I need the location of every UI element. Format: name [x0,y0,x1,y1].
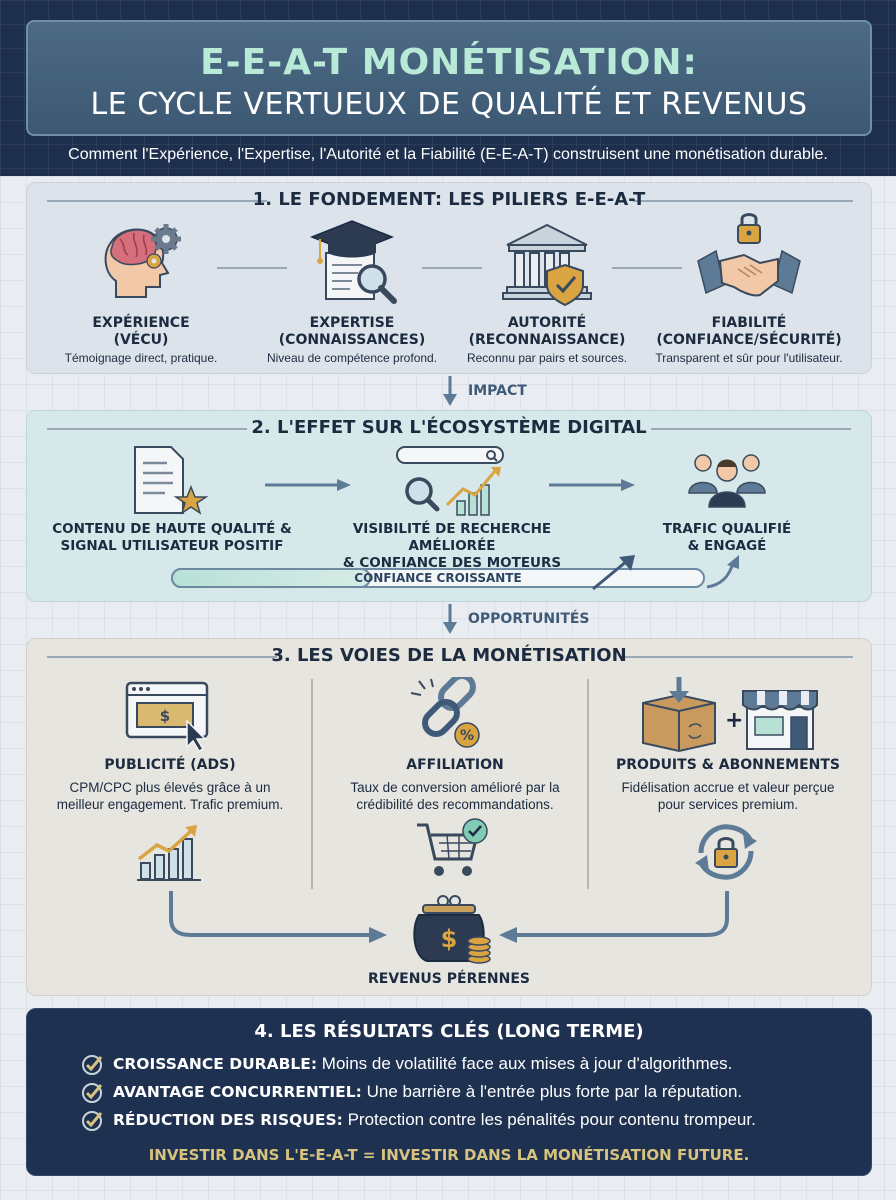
connector-label: IMPACT [468,383,527,399]
divider-line [47,200,267,202]
revenue-label: REVENUS PÉRENNES [367,971,531,987]
svg-text:+: + [725,708,743,733]
pillar-description: Témoignage direct, pratique. [64,351,218,365]
connector-opportunities: OPPORTUNITÉS [440,602,600,638]
title-banner: E-E-A-T MONÉTISATION: LE CYCLE VERTUEUX … [26,20,872,136]
section-foundation: 1. LE FONDEMENT: LES PILIERS E-E-A-T [26,182,872,374]
channel-title-ads: PUBLICITÉ (ADS) [104,757,236,773]
pillar-authority: AUTORITÉ(RECONNAISSANCE) Reconnu par pai… [447,183,647,373]
institution-shield-icon [497,217,597,311]
arrow-down-icon [443,604,457,634]
connector-line [612,267,682,269]
channel-title-affiliation: AFFILIATION [406,757,504,773]
result-text: Moins de volatilité face aux mises à jou… [317,1054,733,1073]
divider-line [47,656,277,658]
check-circle-icon [82,1111,103,1131]
connector-label: OPPORTUNITÉS [468,611,590,627]
check-circle-icon [82,1083,103,1103]
result-label: CROISSANCE DURABLE: [113,1055,318,1073]
pillar-trustworthiness: FIABILITÉ(CONFIANCE/SÉCURITÉ) Transparen… [649,183,849,373]
footer-tagline: INVESTIR DANS L'E-E-A-T = INVESTIR DANS … [148,1146,750,1164]
divider-line [623,656,853,658]
step-label-quality: CONTENU DE HAUTE QUALITÉ &SIGNAL UTILISA… [52,521,292,554]
section-heading: 3. LES VOIES DE LA MONÉTISATION [271,645,627,666]
audience-icon [683,447,773,513]
result-text: Une barrière à l'entrée plus forte par l… [361,1082,743,1101]
check-circle-icon [82,1055,103,1075]
wallet-coins-icon: $ [409,893,493,971]
box-store-icon: + [639,677,819,757]
result-label: RÉDUCTION DES RISQUES: [113,1111,343,1129]
link-percent-icon: % [409,673,489,757]
pillar-title: EXPÉRIENCE(VÉCU) [92,315,190,348]
search-growth-icon [395,445,507,523]
svg-text:%: % [460,728,474,744]
subscription-lock-icon [691,819,761,889]
pillar-expertise: EXPERTISE(CONNAISSANCES) Niveau de compé… [252,183,452,373]
section-heading: 1. LE FONDEMENT: LES PILIERS E-E-A-T [252,189,646,210]
head-gears-icon [96,217,186,313]
trend-arrow-icon [592,555,635,591]
channel-title-products: PRODUITS & ABONNEMENTS [616,757,840,773]
arrow-right-icon [549,479,635,491]
connector-line [217,267,287,269]
step-label-visibility: VISIBILITÉ DE RECHERCHE AMÉLIORÉE& CONFI… [342,521,562,571]
growth-chart-icon [135,823,205,887]
column-divider [311,679,313,889]
connector-impact: IMPACT [440,374,560,410]
cart-check-icon [415,817,491,887]
handshake-lock-icon [694,211,804,313]
trust-bar-label: CONFIANCE CROISSANTE [354,571,522,585]
page-subtitle: Comment l'Expérience, l'Expertise, l'Aut… [68,146,828,163]
pillar-title: AUTORITÉ(RECONNAISSANCE) [468,315,626,348]
result-label: AVANTAGE CONCURRENTIEL: [113,1083,362,1101]
page-title-line2: LE CYCLE VERTUEUX DE QUALITÉ ET REVENUS [90,87,808,122]
section-heading: 4. LES RÉSULTATS CLÉS (LONG TERME) [254,1021,644,1042]
section-results: 4. LES RÉSULTATS CLÉS (LONG TERME) CROIS… [26,1008,872,1176]
arrow-down-icon [443,376,457,406]
document-star-icon [131,445,209,523]
curve-arrow-icon [706,555,739,589]
graduation-magnifier-icon [302,217,402,311]
trust-progress-fill [171,568,371,588]
ad-window-icon: $ [125,681,215,755]
pillar-description: Transparent et sûr pour l'utilisateur. [655,351,843,365]
svg-text:$: $ [441,925,458,953]
pillar-title: EXPERTISE(CONNAISSANCES) [278,315,426,348]
column-divider [587,679,589,889]
revenue-flow-arrows [169,891,729,943]
divider-line [633,200,853,202]
trust-progress-bar: CONFIANCE CROISSANTE [171,568,705,588]
pillar-description: Niveau de compétence profond. [266,351,438,365]
step-label-traffic: TRAFIC QUALIFIÉ& ENGAGÉ [662,521,792,554]
section-heading: 2. L'EFFET SUR L'ÉCOSYSTÈME DIGITAL [251,417,647,438]
divider-line [651,428,851,430]
pillar-title: FIABILITÉ(CONFIANCE/SÉCURITÉ) [656,315,842,348]
divider-line [47,428,247,430]
section-monetization: 3. LES VOIES DE LA MONÉTISATION $ PUBLIC… [26,638,872,996]
pillar-description: Reconnu par pairs et sources. [466,351,628,365]
pillar-experience: EXPÉRIENCE(VÉCU) Témoignage direct, prat… [41,183,241,373]
svg-text:$: $ [160,707,170,725]
page-title: E-E-A-T MONÉTISATION: [200,42,698,83]
result-text: Protection contre les pénalités pour con… [342,1110,756,1129]
section-ecosystem: 2. L'EFFET SUR L'ÉCOSYSTÈME DIGITAL [26,410,872,602]
arrow-right-icon [265,479,351,491]
connector-line [422,267,482,269]
